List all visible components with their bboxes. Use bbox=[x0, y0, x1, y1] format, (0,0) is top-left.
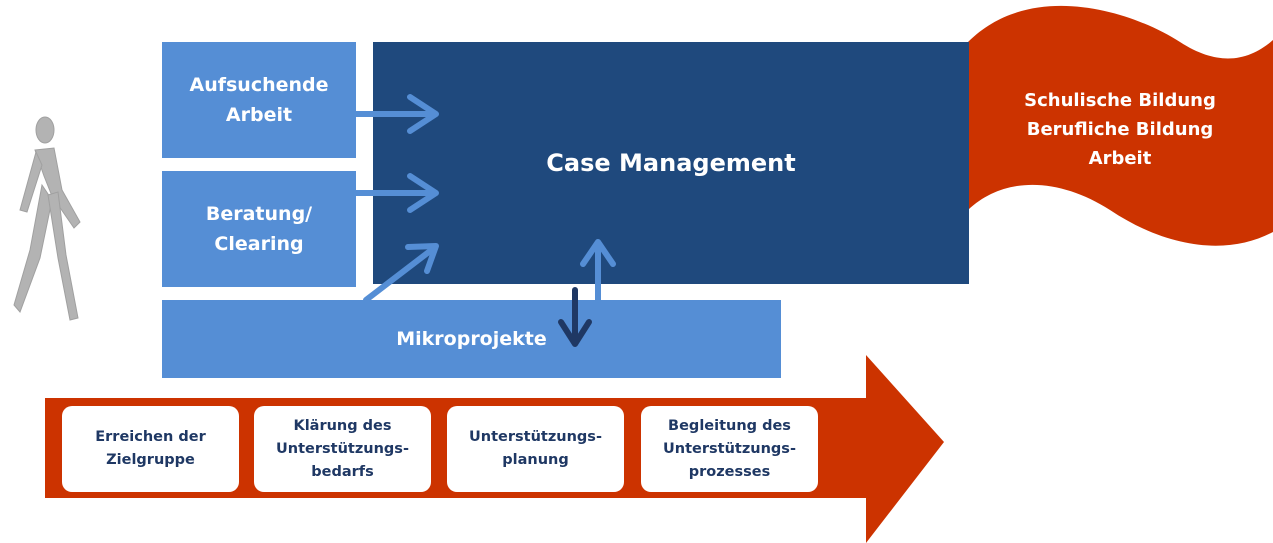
case-management-box: Case Management bbox=[373, 42, 969, 284]
counseling-label: Beratung/ Clearing bbox=[205, 203, 313, 255]
banner-line-school: Schulische Bildung bbox=[1024, 90, 1216, 111]
step-reach-target-group: Erreichen der Zielgruppe bbox=[62, 406, 239, 492]
microprojects-box: Mikroprojekte bbox=[162, 300, 781, 378]
arrow-up-to-case bbox=[580, 239, 616, 303]
outcome-banner-text: Schulische Bildung Berufliche Bildung Ar… bbox=[990, 86, 1250, 173]
step-clarify-needs: Klärung des Unterstützungs- bedarfs bbox=[254, 406, 431, 492]
arrow-down-to-microprojects bbox=[558, 287, 592, 347]
arrow-outreach-to-case bbox=[353, 94, 439, 134]
walking-person-icon bbox=[13, 116, 81, 321]
banner-line-vocational: Berufliche Bildung bbox=[1026, 119, 1214, 140]
case-management-label: Case Management bbox=[546, 149, 796, 177]
outreach-work-box: Aufsuchende Arbeit bbox=[162, 42, 356, 158]
outreach-work-label: Aufsuchende Arbeit bbox=[189, 74, 329, 126]
arrow-counseling-to-case bbox=[353, 173, 439, 213]
microprojects-label: Mikroprojekte bbox=[396, 328, 547, 350]
step-accompany-process: Begleitung des Unterstützungs- prozesses bbox=[641, 406, 818, 492]
banner-line-work: Arbeit bbox=[1088, 148, 1152, 169]
outcome-banner bbox=[968, 5, 1273, 246]
arrow-microprojects-to-case bbox=[363, 243, 439, 303]
step-support-planning: Unterstützungs- planung bbox=[447, 406, 624, 492]
counseling-box: Beratung/ Clearing bbox=[162, 171, 356, 287]
